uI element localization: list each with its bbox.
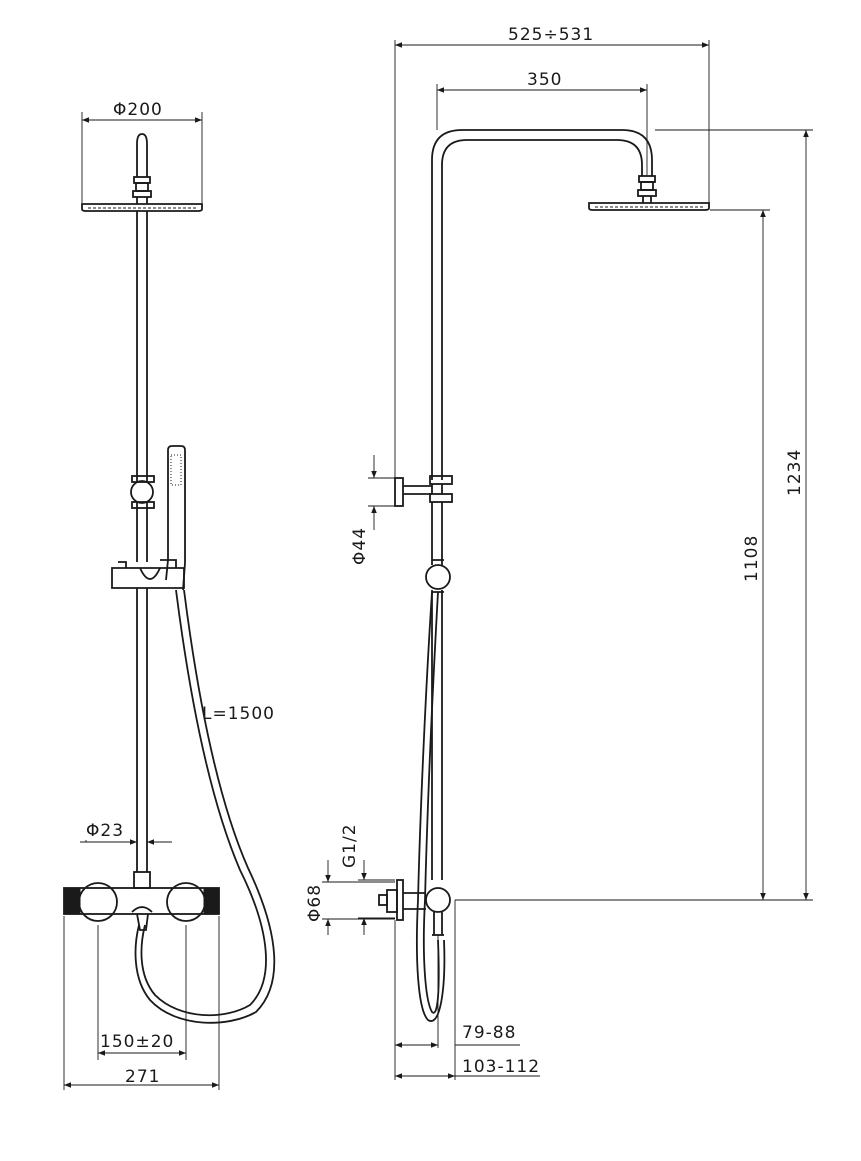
front-hose xyxy=(134,589,276,1024)
label-connection-thread: G1/2 xyxy=(340,823,360,868)
label-projection-large: 103-112 xyxy=(462,1057,540,1077)
front-shower-head xyxy=(81,133,203,212)
front-slider xyxy=(111,559,185,589)
dimension-labels: Φ200 525÷531 350 1234 1108 Φ44 L=1500 Φ2… xyxy=(86,25,805,1087)
side-hose xyxy=(415,591,446,1022)
label-arm-length: 350 xyxy=(527,70,562,90)
label-total-width: 525÷531 xyxy=(508,25,594,45)
label-head-diameter: Φ200 xyxy=(113,100,163,120)
side-view xyxy=(378,129,710,1022)
front-thermostatic-mixer xyxy=(63,871,220,931)
label-projection-small: 79-88 xyxy=(462,1023,516,1043)
label-mixer-width: 271 xyxy=(125,1067,160,1087)
front-view xyxy=(63,133,276,1024)
side-connection xyxy=(378,879,451,936)
label-escutcheon-diameter: Φ68 xyxy=(305,884,325,922)
front-riser-tube xyxy=(136,211,148,872)
side-riser-and-arm xyxy=(431,129,653,480)
side-lower-tube xyxy=(431,502,443,880)
dimension-lines xyxy=(63,40,813,1090)
label-height-total: 1234 xyxy=(785,449,805,496)
side-shower-head xyxy=(588,175,710,211)
side-slider xyxy=(425,559,451,593)
side-wall-bracket xyxy=(394,475,453,507)
label-tube-diameter: Φ23 xyxy=(86,821,124,841)
label-hose-length: L=1500 xyxy=(202,704,275,724)
label-height-head: 1108 xyxy=(742,535,762,582)
front-wall-bracket xyxy=(130,475,155,509)
label-bracket-diameter: Φ44 xyxy=(350,527,370,565)
label-center-distance: 150±20 xyxy=(100,1032,174,1052)
